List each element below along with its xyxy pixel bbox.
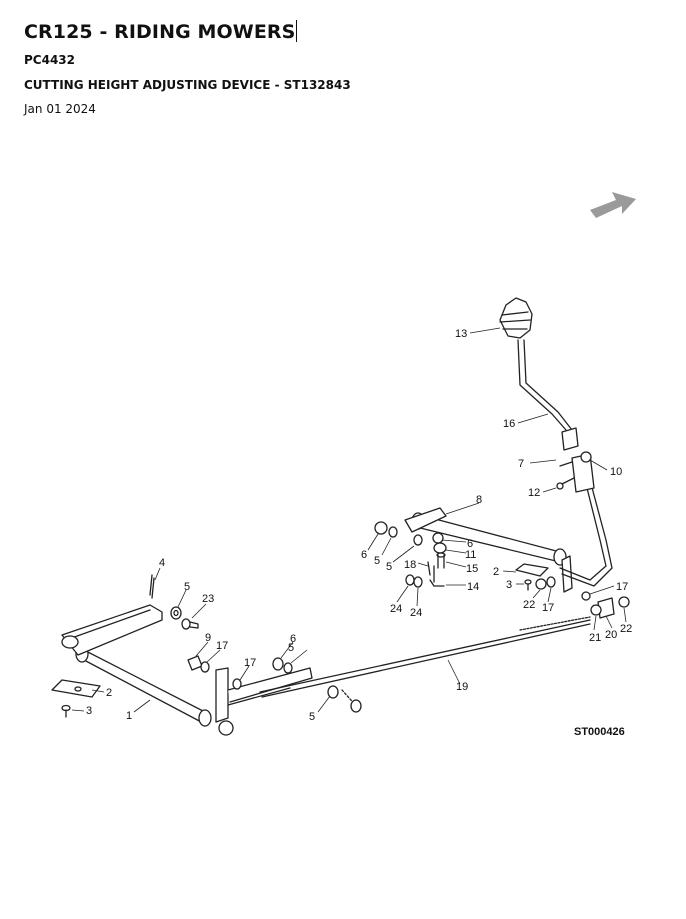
callout-24-b: 24: [410, 607, 422, 619]
bolt-23: [181, 618, 199, 630]
page-title-text: CR125 - RIDING MOWERS: [24, 21, 296, 43]
callout-3-left: 3: [86, 705, 92, 717]
callout-21: 21: [589, 632, 601, 644]
text-cursor: [296, 20, 298, 42]
washer-top-left: [170, 606, 182, 620]
callout-17-b: 17: [244, 657, 256, 669]
callout-19: 19: [456, 681, 468, 693]
callout-2-right: 2: [493, 566, 499, 578]
left-lift-arm: [61, 604, 163, 656]
washer-17-mid: [232, 678, 242, 690]
callout-18: 18: [404, 559, 416, 571]
callout-20: 20: [605, 629, 617, 641]
callout-14: 14: [467, 581, 479, 593]
callout-8: 8: [476, 494, 482, 506]
callout-16: 16: [503, 418, 515, 430]
callout-6-a: 6: [290, 633, 296, 645]
nut-6-center: [432, 532, 444, 544]
callout-17-a: 17: [216, 640, 228, 652]
direction-arrow-icon: [590, 192, 636, 218]
callout-4: 4: [159, 557, 165, 569]
bushing-11: [433, 542, 447, 554]
washer-5-lower: [327, 685, 339, 699]
right-shaft: [404, 507, 567, 566]
washers-24: [405, 574, 423, 588]
callout-11: 11: [465, 549, 476, 561]
mount-bracket-left: [51, 679, 101, 698]
callout-6-b: 6: [361, 549, 367, 561]
part-code: PC4432: [24, 53, 75, 67]
callout-7: 7: [518, 458, 524, 470]
bolt-12: [556, 477, 575, 490]
washer-5-mid: [283, 662, 293, 674]
callout-24-a: 24: [390, 603, 402, 615]
callout-22-b: 22: [620, 623, 632, 635]
washer-17-right: [546, 576, 556, 588]
long-rod: [259, 616, 591, 698]
page-header: CR125 - RIDING MOWERS: [24, 20, 298, 44]
coil-spring: [341, 689, 362, 713]
washer-5-right-b: [413, 534, 423, 546]
nut-10: [580, 451, 592, 463]
callout-10: 10: [610, 466, 622, 478]
callout-23: 23: [202, 593, 214, 605]
nut-22-right: [535, 578, 547, 590]
lever-clevis: [561, 427, 579, 451]
center-lever-plate: [215, 667, 313, 736]
callout-22-a: 22: [523, 599, 535, 611]
callout-3-right: 3: [506, 579, 512, 591]
publish-date: Jan 01 2024: [24, 102, 96, 116]
diagram-subtitle: CUTTING HEIGHT ADJUSTING DEVICE - ST1328…: [24, 78, 351, 92]
callout-6-c: 6: [467, 538, 473, 550]
screw-left: [61, 704, 71, 718]
washer-5-right: [388, 526, 398, 538]
lever-14: [429, 565, 445, 587]
mount-bracket-right: [515, 563, 549, 577]
callout-5-b: 5: [288, 642, 294, 654]
spring-pin: [149, 574, 155, 599]
callout-13: 13: [455, 328, 467, 340]
lever-knob: [499, 297, 533, 339]
screw-right: [524, 579, 532, 591]
callout-5-e: 5: [386, 561, 392, 573]
callout-17-d: 17: [616, 581, 628, 593]
nut-22-far-right: [618, 596, 630, 608]
nut-6-mid: [272, 657, 284, 671]
callout-12: 12: [528, 487, 540, 499]
washer-17-left: [200, 661, 210, 673]
callout-15: 15: [466, 563, 478, 575]
right-shaft-plate: [561, 555, 573, 593]
height-lever: [517, 339, 613, 587]
washer-17-far-right: [581, 591, 591, 601]
pin-18: [427, 561, 431, 576]
nut-6-right: [374, 521, 388, 535]
clip-9: [187, 655, 203, 671]
callout-9: 9: [205, 632, 211, 644]
callout-2-left: 2: [106, 687, 112, 699]
nut-21: [590, 604, 602, 616]
page-title: CR125 - RIDING MOWERS: [24, 20, 298, 44]
callout-17-c: 17: [542, 602, 554, 614]
callout-5-c: 5: [309, 711, 315, 723]
callout-5-a: 5: [184, 581, 190, 593]
bolt-15: [436, 552, 446, 569]
callout-1: 1: [126, 710, 132, 722]
callout-labels: 1 2 3 4 5 5 5 5 5 6 6 6 7 8 9 10 11 12 1…: [86, 328, 632, 723]
diagram-reference: ST000426: [574, 726, 625, 738]
callout-5-d: 5: [374, 555, 380, 567]
